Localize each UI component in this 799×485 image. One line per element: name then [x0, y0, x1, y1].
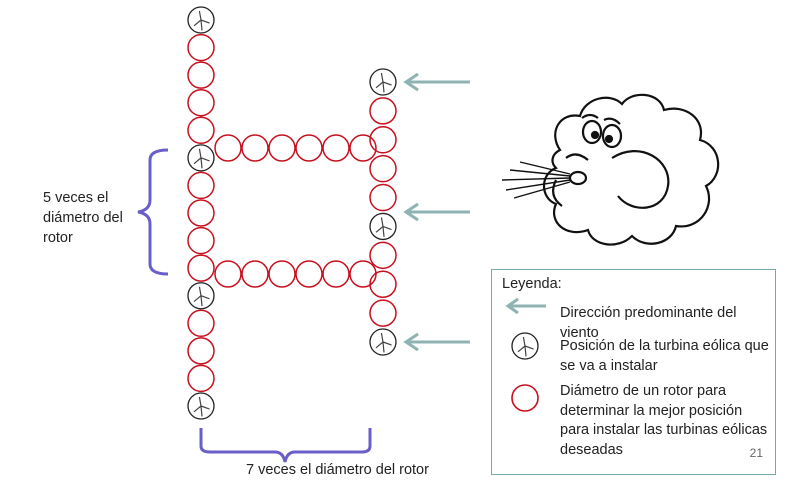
rotor-circle — [349, 260, 377, 288]
rotor-circle — [369, 183, 397, 212]
page-number: 21 — [749, 446, 763, 460]
rotor-circle — [369, 299, 397, 327]
legend-turbine-position-text: Posición de la turbina eólica que se va … — [560, 338, 769, 374]
seven-diameter-label: 7 veces el diámetro del rotor — [246, 462, 429, 478]
rotor-circle — [214, 260, 242, 288]
rotor-circle — [214, 134, 242, 162]
wind-turbine-icon — [187, 6, 215, 34]
rotor-circle — [369, 97, 397, 125]
wind-arrow-icon — [403, 332, 470, 352]
rotor-circle — [187, 309, 215, 338]
seven-diameter-bracket — [199, 428, 372, 463]
wind-turbine-icon — [369, 328, 397, 356]
rotor-circle — [369, 154, 397, 183]
rotor-circle — [268, 134, 296, 162]
rotor-circle — [187, 116, 215, 145]
blow-lines — [501, 161, 571, 199]
rotor-circle — [295, 260, 323, 288]
wind-arrow-icon — [403, 202, 470, 222]
blowing-cloud-icon — [542, 93, 720, 246]
rotor-circle — [187, 171, 215, 200]
rotor-circle — [369, 126, 397, 154]
legend-rotor-diameter-text: Diámetro de un rotor para determinar la … — [560, 383, 768, 458]
wind-turbine-icon — [187, 392, 215, 420]
rotor-circle — [241, 260, 269, 288]
legend-rotor-circle-icon — [511, 384, 539, 412]
wind-turbine-icon — [511, 332, 539, 360]
rotor-circle — [187, 33, 215, 62]
rotor-circle — [187, 364, 215, 393]
rotor-circle — [187, 254, 215, 282]
wind-arrow-icon — [403, 72, 470, 92]
legend-title: Leyenda: — [502, 276, 562, 292]
wind-turbine-icon — [369, 212, 397, 241]
rotor-circle — [349, 134, 377, 162]
wind-turbine-icon — [187, 282, 215, 310]
five-diameter-label: 5 veces el diámetro del rotor — [43, 190, 123, 246]
legend-wind-direction-text: Dirección predominante del viento — [560, 305, 737, 341]
rotor-circle — [187, 88, 215, 117]
wind-turbine-icon — [369, 68, 397, 96]
rotor-circle — [322, 134, 350, 162]
legend-box: Leyenda: Dirección predominante del vien… — [491, 269, 776, 475]
rotor-circle — [187, 226, 215, 255]
rotor-circle — [187, 337, 215, 365]
rotor-circle — [295, 134, 323, 162]
rotor-circle — [322, 260, 350, 288]
rotor-circle — [187, 61, 215, 89]
rotor-circle — [268, 260, 296, 288]
wind-turbine-icon — [187, 144, 215, 172]
rotor-circle — [187, 199, 215, 227]
rotor-circle — [369, 270, 397, 298]
rotor-circle — [241, 134, 269, 162]
legend-wind-arrow-icon — [505, 297, 546, 315]
rotor-circle — [369, 241, 397, 270]
five-diameter-bracket — [137, 148, 169, 276]
legend-wind-turbine-icon — [511, 332, 539, 360]
